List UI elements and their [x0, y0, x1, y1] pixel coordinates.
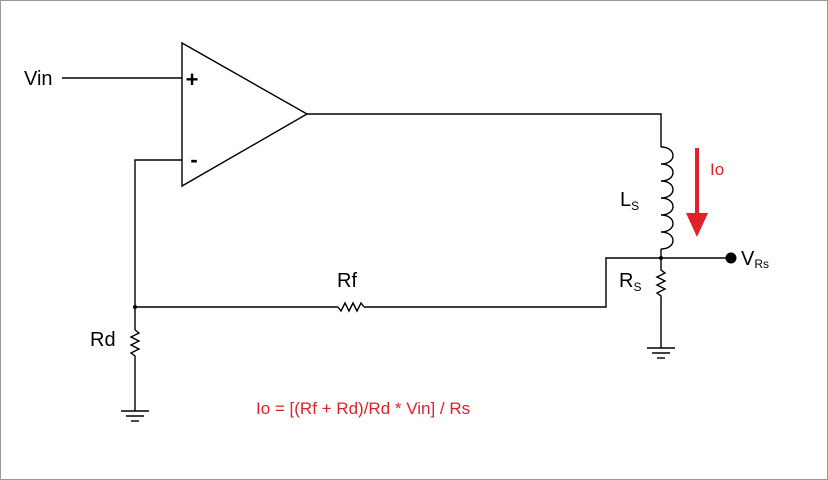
inductor-ls — [660, 146, 674, 250]
rd-ground-icon — [121, 410, 149, 422]
op-amp-minus-sign: - — [190, 147, 197, 172]
rf-feedback-wire-right — [364, 257, 661, 308]
rf-label: Rf — [337, 270, 357, 292]
io-label: Io — [710, 160, 724, 179]
rf-resistor — [337, 301, 365, 313]
rs-ground-icon — [647, 347, 675, 359]
op-amp-plus-sign: + — [186, 67, 199, 92]
op-amp-triangle — [181, 41, 309, 188]
output-wire — [307, 113, 662, 147]
vin-label: Vin — [24, 68, 53, 90]
rs-label: RS — [619, 270, 641, 294]
inverting-input-wire — [134, 159, 182, 330]
rs-resistor — [655, 258, 667, 348]
io-formula: Io = [(Rf + Rd)/Rd * Vin] / Rs — [256, 399, 470, 418]
rd-resistor — [129, 329, 141, 411]
rd-label: Rd — [90, 329, 116, 351]
ls-label: LS — [620, 189, 639, 213]
rd-node-dot — [133, 305, 137, 309]
io-arrow-head — [686, 213, 708, 237]
vrs-terminal-dot — [725, 252, 737, 264]
vrs-label: VRs — [741, 248, 769, 271]
